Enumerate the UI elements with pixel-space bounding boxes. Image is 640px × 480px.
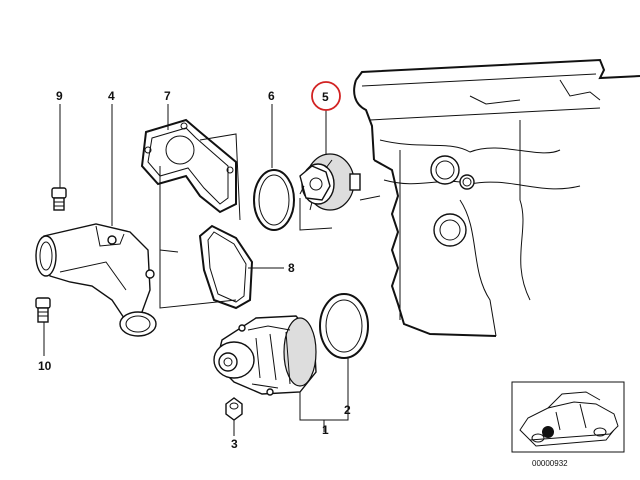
gasket-part-7	[140, 118, 237, 214]
bolt-part-10	[35, 297, 51, 323]
thermostat-part-5	[299, 153, 361, 211]
part-label-4: 4	[108, 89, 115, 103]
part-label-8: 8	[288, 261, 295, 275]
part-label-5: 5	[322, 90, 329, 104]
highlight-circle	[311, 81, 341, 111]
car-location-inset: 00000932	[511, 381, 625, 468]
part-label-3: 3	[231, 437, 238, 451]
o-ring-part-2	[319, 293, 369, 359]
engine-block	[353, 58, 640, 337]
thermostat-housing-part-4	[35, 223, 157, 337]
part-label-7: 7	[164, 89, 171, 103]
part-label-1: 1	[322, 423, 329, 437]
part-label-2: 2	[344, 403, 351, 417]
water-pump-part-1	[213, 315, 317, 396]
o-ring-part-6	[253, 169, 295, 231]
nut-part-3	[225, 397, 243, 421]
gasket-part-8	[198, 224, 254, 310]
part-label-10: 10	[38, 359, 52, 373]
bolt-part-9	[51, 187, 67, 211]
location-marker	[542, 426, 554, 438]
part-label-6: 6	[268, 89, 275, 103]
car-icon	[519, 391, 619, 447]
inset-code: 00000932	[532, 459, 568, 468]
part-labels: 1 2 3 4 5 6 7 8 9 10	[38, 89, 351, 451]
part-label-9: 9	[56, 89, 63, 103]
